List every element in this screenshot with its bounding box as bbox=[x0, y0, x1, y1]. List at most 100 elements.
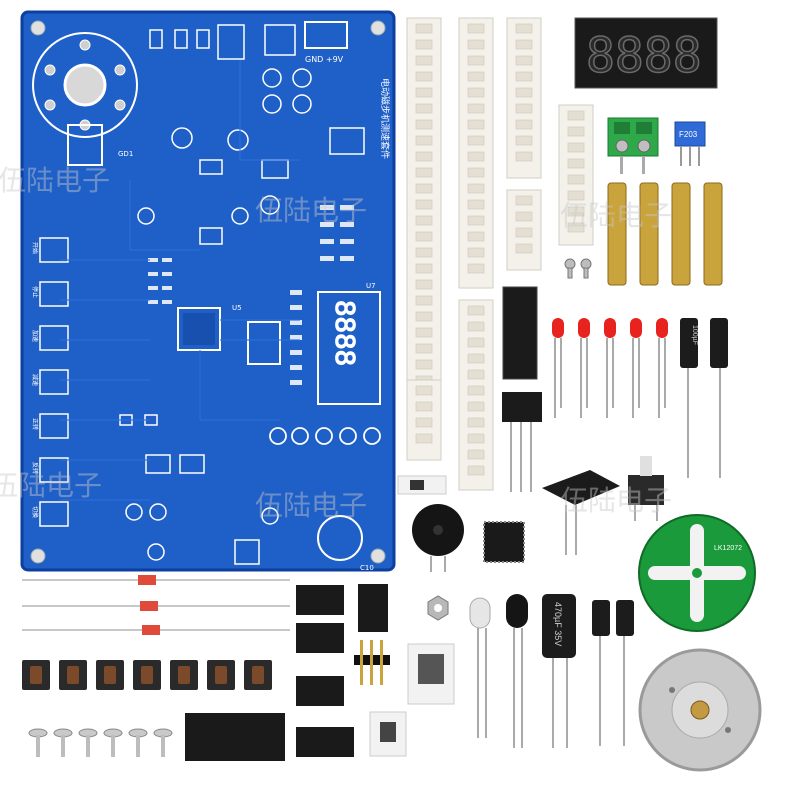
button-footprint bbox=[39, 501, 69, 527]
mount-hole bbox=[370, 548, 386, 564]
screw bbox=[128, 728, 148, 757]
tact-switch bbox=[22, 660, 50, 690]
svg-text:伍陆电子: 伍陆电子 bbox=[0, 164, 110, 197]
svg-text:伍陆电子: 伍陆电子 bbox=[560, 484, 672, 517]
resistor-tape bbox=[458, 17, 494, 289]
mount-hole bbox=[30, 20, 46, 36]
button-label: 停止 bbox=[31, 286, 39, 298]
qfp-chip bbox=[483, 521, 525, 563]
button-label: 加速 bbox=[31, 330, 39, 342]
brass-standoffs bbox=[607, 182, 723, 286]
capacitor-silk: C10 bbox=[360, 564, 374, 572]
pcb-title: 电动磁步机测速套件 bbox=[379, 78, 391, 159]
resistor-tape bbox=[558, 104, 594, 246]
button-label: 切换 bbox=[31, 506, 39, 518]
red-led bbox=[630, 318, 642, 418]
disc-label: LK12072 bbox=[714, 545, 742, 552]
resistor-tape bbox=[506, 189, 542, 271]
screw bbox=[103, 728, 123, 757]
mcu-footprint: U5 bbox=[177, 304, 242, 351]
red-leds bbox=[552, 318, 668, 418]
screws bbox=[28, 728, 173, 757]
power-label: GND +9V bbox=[305, 55, 344, 64]
diodes bbox=[22, 575, 290, 635]
red-led bbox=[552, 318, 564, 418]
display-footprint: U7 8888 bbox=[317, 282, 381, 405]
red-led bbox=[578, 318, 590, 418]
tact-switch bbox=[59, 660, 87, 690]
resistor-tapes bbox=[406, 17, 594, 491]
electrolytic-cap-large: 470µF 35V bbox=[542, 594, 576, 748]
motor-footprint bbox=[32, 32, 138, 138]
watermark: 伍陆电子 伍陆电子 伍陆电子 伍陆电子 伍陆电子 伍陆电子 bbox=[0, 164, 672, 522]
screws-small bbox=[564, 258, 592, 279]
opto-slot-sensor bbox=[542, 470, 620, 555]
red-led bbox=[656, 318, 668, 418]
svg-text:伍陆电子: 伍陆电子 bbox=[560, 199, 672, 232]
header-pins bbox=[354, 640, 390, 685]
tact-switch bbox=[170, 660, 198, 690]
photo-interrupter bbox=[502, 392, 542, 492]
button-footprint bbox=[39, 413, 69, 439]
screw bbox=[53, 728, 73, 757]
trimmer-label: F203 bbox=[679, 130, 698, 139]
capacitor-footprint bbox=[317, 515, 363, 561]
mount-hole bbox=[30, 548, 46, 564]
button-footprint bbox=[39, 237, 69, 263]
electrolytic-caps-mid bbox=[592, 600, 634, 746]
button-label: 减速 bbox=[31, 374, 39, 386]
cap-large-label: 470µF 35V bbox=[553, 602, 563, 646]
tact-switch bbox=[96, 660, 124, 690]
top-components bbox=[137, 24, 365, 245]
ic-tapes bbox=[185, 584, 388, 761]
lower-components bbox=[119, 414, 279, 565]
mount-hole bbox=[370, 20, 386, 36]
button-footprint bbox=[39, 325, 69, 351]
display-silk: 8888 bbox=[329, 300, 359, 366]
sensor-label: GD1 bbox=[118, 150, 133, 158]
trimmer-potentiometer: F203 bbox=[674, 121, 706, 166]
encoder-disc: LK12072 bbox=[638, 514, 756, 632]
button-label: 反转 bbox=[31, 462, 39, 474]
display-digits: 8888 bbox=[586, 28, 702, 84]
pcb-traces bbox=[60, 60, 300, 501]
driver-ic-footprint bbox=[247, 321, 281, 365]
resistor-tape bbox=[406, 379, 442, 461]
main-pcb: GD1 电动磁步机测速套件 GND +9V bbox=[20, 10, 396, 572]
screw bbox=[78, 728, 98, 757]
transistor-array bbox=[502, 286, 538, 380]
module-label: U7 bbox=[366, 282, 376, 290]
resistor-tape bbox=[506, 17, 542, 179]
tact-switch bbox=[133, 660, 161, 690]
resistor-tape bbox=[458, 299, 494, 491]
motor-hub bbox=[63, 63, 107, 107]
button-label: 正转 bbox=[31, 418, 39, 430]
button-footprint bbox=[39, 457, 69, 483]
mcu-label: U5 bbox=[232, 304, 242, 312]
electrolytic-caps-small: 100µF bbox=[680, 318, 728, 478]
led-footprints bbox=[269, 427, 381, 445]
svg-text:伍陆电子: 伍陆电子 bbox=[255, 194, 367, 227]
red-led bbox=[604, 318, 616, 418]
self-lock-switch bbox=[628, 456, 664, 521]
resistor-pads bbox=[148, 205, 354, 385]
button-footprint bbox=[39, 281, 69, 307]
button-footprint bbox=[39, 369, 69, 395]
tact-switches bbox=[22, 660, 272, 690]
svg-text:伍陆电子: 伍陆电子 bbox=[0, 469, 102, 502]
tact-switch bbox=[207, 660, 235, 690]
button-label: 开始 bbox=[31, 242, 39, 254]
tact-switch bbox=[244, 660, 272, 690]
power-connector-footprint bbox=[304, 21, 348, 49]
cap-small-label: 100µF bbox=[691, 325, 698, 345]
dc-motor bbox=[638, 648, 762, 772]
screw bbox=[28, 728, 48, 757]
terminal-block bbox=[607, 117, 659, 174]
sensor-footprint bbox=[67, 124, 103, 166]
svg-text:伍陆电子: 伍陆电子 bbox=[255, 489, 367, 522]
seven-segment-display: 8888 bbox=[574, 17, 718, 89]
ir-led-pair bbox=[469, 594, 528, 748]
buzzer bbox=[412, 504, 464, 572]
